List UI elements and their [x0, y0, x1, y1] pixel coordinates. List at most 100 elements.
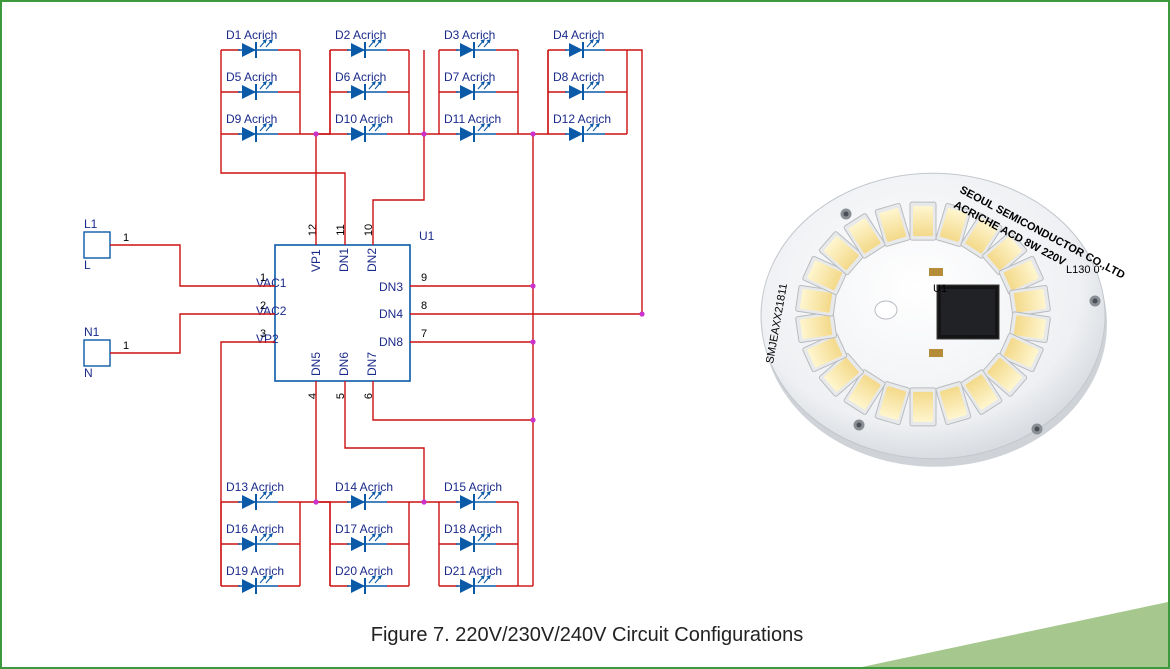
- led-label: D4 Acrich: [553, 28, 604, 42]
- connector-pin-number: 1: [123, 232, 129, 244]
- led-package: [843, 369, 886, 415]
- led-package: [998, 333, 1044, 373]
- ic-pin-name: DN3: [379, 280, 403, 294]
- emission-arrowhead: [262, 39, 267, 44]
- led-label: D3 Acrich: [444, 28, 495, 42]
- led-phosphor: [800, 288, 833, 313]
- led-diode-triangle: [242, 85, 256, 99]
- wire: [220, 341, 275, 586]
- junction-dot: [530, 283, 536, 289]
- ic-pin-number: 5: [335, 393, 347, 399]
- ic-pin-number: 12: [307, 224, 319, 236]
- led-package: [982, 231, 1028, 276]
- ic-pin-number: 4: [307, 393, 319, 399]
- led-label: D11 Acrich: [444, 112, 501, 126]
- led-package: [935, 202, 972, 247]
- emission-arrowhead: [480, 81, 485, 86]
- led-phosphor: [807, 260, 843, 291]
- led-package: [874, 202, 911, 247]
- emission-arrowhead: [486, 81, 491, 86]
- emission-arrowhead: [480, 491, 485, 496]
- led-phosphor: [1003, 337, 1039, 368]
- connector-pin-number: 1: [123, 340, 129, 352]
- led-label: D12 Acrich: [553, 112, 611, 126]
- wire: [110, 313, 275, 354]
- led-phosphor: [879, 386, 907, 420]
- ic-ref-label: U1: [419, 229, 435, 243]
- emission-arrowhead: [377, 491, 382, 496]
- led-label: D1 Acrich: [226, 28, 277, 42]
- led-label: D19 Acrich: [226, 564, 284, 578]
- led-phosphor: [1003, 260, 1039, 291]
- ic-pin-number: 8: [421, 300, 427, 312]
- led-phosphor: [939, 386, 967, 420]
- emission-arrowhead: [268, 39, 273, 44]
- smd-component: [929, 349, 943, 357]
- connector-name: L1: [84, 217, 98, 231]
- mount-hole-center: [1034, 426, 1040, 432]
- emission-arrowhead: [262, 533, 267, 538]
- led-label: D17 Acrich: [335, 522, 393, 536]
- emission-arrowhead: [377, 533, 382, 538]
- wire: [372, 50, 425, 245]
- ic-pin-name: DN8: [379, 335, 403, 349]
- led-diode-triangle: [242, 495, 256, 509]
- emission-arrowhead: [595, 123, 600, 128]
- junction-dot: [530, 131, 536, 137]
- emission-arrowhead: [377, 39, 382, 44]
- led-phosphor: [848, 374, 881, 410]
- led-package: [802, 333, 848, 373]
- led-label: D6 Acrich: [335, 70, 386, 84]
- led-diode-triangle: [351, 43, 365, 57]
- led-package: [935, 381, 972, 426]
- ic-pin-name: VP1: [309, 249, 323, 272]
- junction-dot: [313, 499, 319, 505]
- led-phosphor: [824, 236, 859, 270]
- ic-pin-name: DN6: [337, 352, 351, 376]
- led-package: [960, 213, 1003, 259]
- led-diode-triangle: [351, 579, 365, 593]
- ic-pin-number: 2: [260, 300, 266, 312]
- led-diode-triangle: [460, 127, 474, 141]
- led-phosphor: [1013, 288, 1046, 313]
- ic-pin-number: 1: [260, 272, 266, 284]
- emission-arrowhead: [595, 39, 600, 44]
- led-package: [802, 255, 848, 295]
- emission-arrowhead: [377, 123, 382, 128]
- wire: [315, 381, 331, 586]
- junction-dot: [421, 499, 427, 505]
- ic-pin-name: DN7: [365, 352, 379, 376]
- led-package: [998, 255, 1044, 295]
- emission-arrowhead: [262, 81, 267, 86]
- led-phosphor: [939, 208, 967, 242]
- mount-hole-center: [843, 211, 849, 217]
- led-label: D10 Acrich: [335, 112, 393, 126]
- ic-pin-name: DN4: [379, 307, 403, 321]
- emission-arrowhead: [262, 575, 267, 580]
- emission-arrowhead: [268, 123, 273, 128]
- emission-arrowhead: [377, 81, 382, 86]
- led-phosphor: [848, 218, 881, 254]
- led-diode-triangle: [351, 127, 365, 141]
- emission-arrowhead: [268, 81, 273, 86]
- emission-arrowhead: [486, 39, 491, 44]
- led-package: [818, 231, 864, 276]
- wire: [220, 134, 346, 245]
- led-phosphor: [807, 337, 843, 368]
- junction-dot: [530, 339, 536, 345]
- ic-pin-name: DN5: [309, 352, 323, 376]
- mount-hole-center: [1092, 298, 1098, 304]
- connector-box: [83, 339, 111, 367]
- wire: [627, 49, 643, 314]
- led-phosphor: [913, 206, 933, 237]
- board-corner-code: L130 0: [1066, 264, 1100, 276]
- led-package: [1009, 284, 1051, 317]
- emission-arrowhead: [371, 81, 376, 86]
- led-package: [982, 352, 1028, 397]
- led-package: [1009, 311, 1051, 344]
- led-diode-triangle: [351, 85, 365, 99]
- led-diode-triangle: [351, 495, 365, 509]
- wire: [372, 381, 533, 421]
- led-diode-triangle: [242, 579, 256, 593]
- led-package: [909, 387, 937, 427]
